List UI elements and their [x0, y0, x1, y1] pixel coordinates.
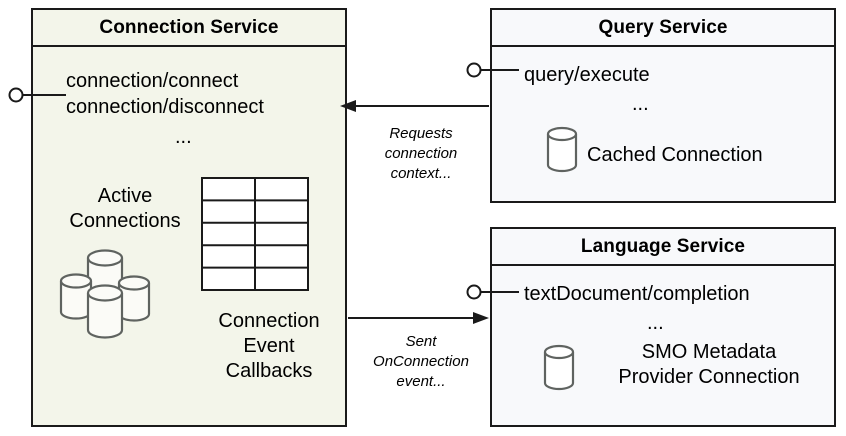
- connection-event-callbacks-label: Connection Event Callbacks: [218, 310, 320, 382]
- arrow-query-to-connection: [340, 100, 489, 112]
- component-connection-service[interactable]: Connection Service connection/connect co…: [31, 8, 347, 427]
- operation-query-execute[interactable]: query/execute: [524, 64, 650, 86]
- edge-label-sent-onconnection-event: Sent OnConnection event...: [373, 333, 469, 390]
- operation-textdocument-completion[interactable]: textDocument/completion: [524, 283, 750, 305]
- operation-connection-connect[interactable]: connection/connect: [66, 70, 239, 92]
- query-service-ellipsis: ...: [632, 93, 649, 115]
- component-query-service[interactable]: Query Service query/execute ... Cached C…: [490, 8, 836, 203]
- edge-label-requests-connection-context: Requests connection context...: [384, 125, 458, 182]
- connection-service-body: connection/connect connection/disconnect…: [33, 47, 345, 425]
- language-service-body: textDocument/completion ... SMO Metadata…: [492, 266, 834, 425]
- query-service-title: Query Service: [492, 10, 834, 47]
- smo-metadata-provider-connection-label: SMO Metadata Provider Connection: [618, 341, 800, 388]
- cached-connection-label: Cached Connection: [587, 144, 763, 166]
- operation-connection-disconnect[interactable]: connection/disconnect: [66, 96, 264, 118]
- connection-service-ellipsis: ...: [175, 126, 192, 148]
- language-service-title: Language Service: [492, 229, 834, 266]
- query-service-body: query/execute ... Cached Connection: [492, 47, 834, 201]
- component-language-service[interactable]: Language Service textDocument/completion…: [490, 227, 836, 427]
- active-connections-label: Active Connections: [69, 185, 181, 232]
- connection-service-title: Connection Service: [33, 10, 345, 47]
- language-service-ellipsis: ...: [647, 312, 664, 334]
- arrow-connection-to-language: [348, 312, 489, 324]
